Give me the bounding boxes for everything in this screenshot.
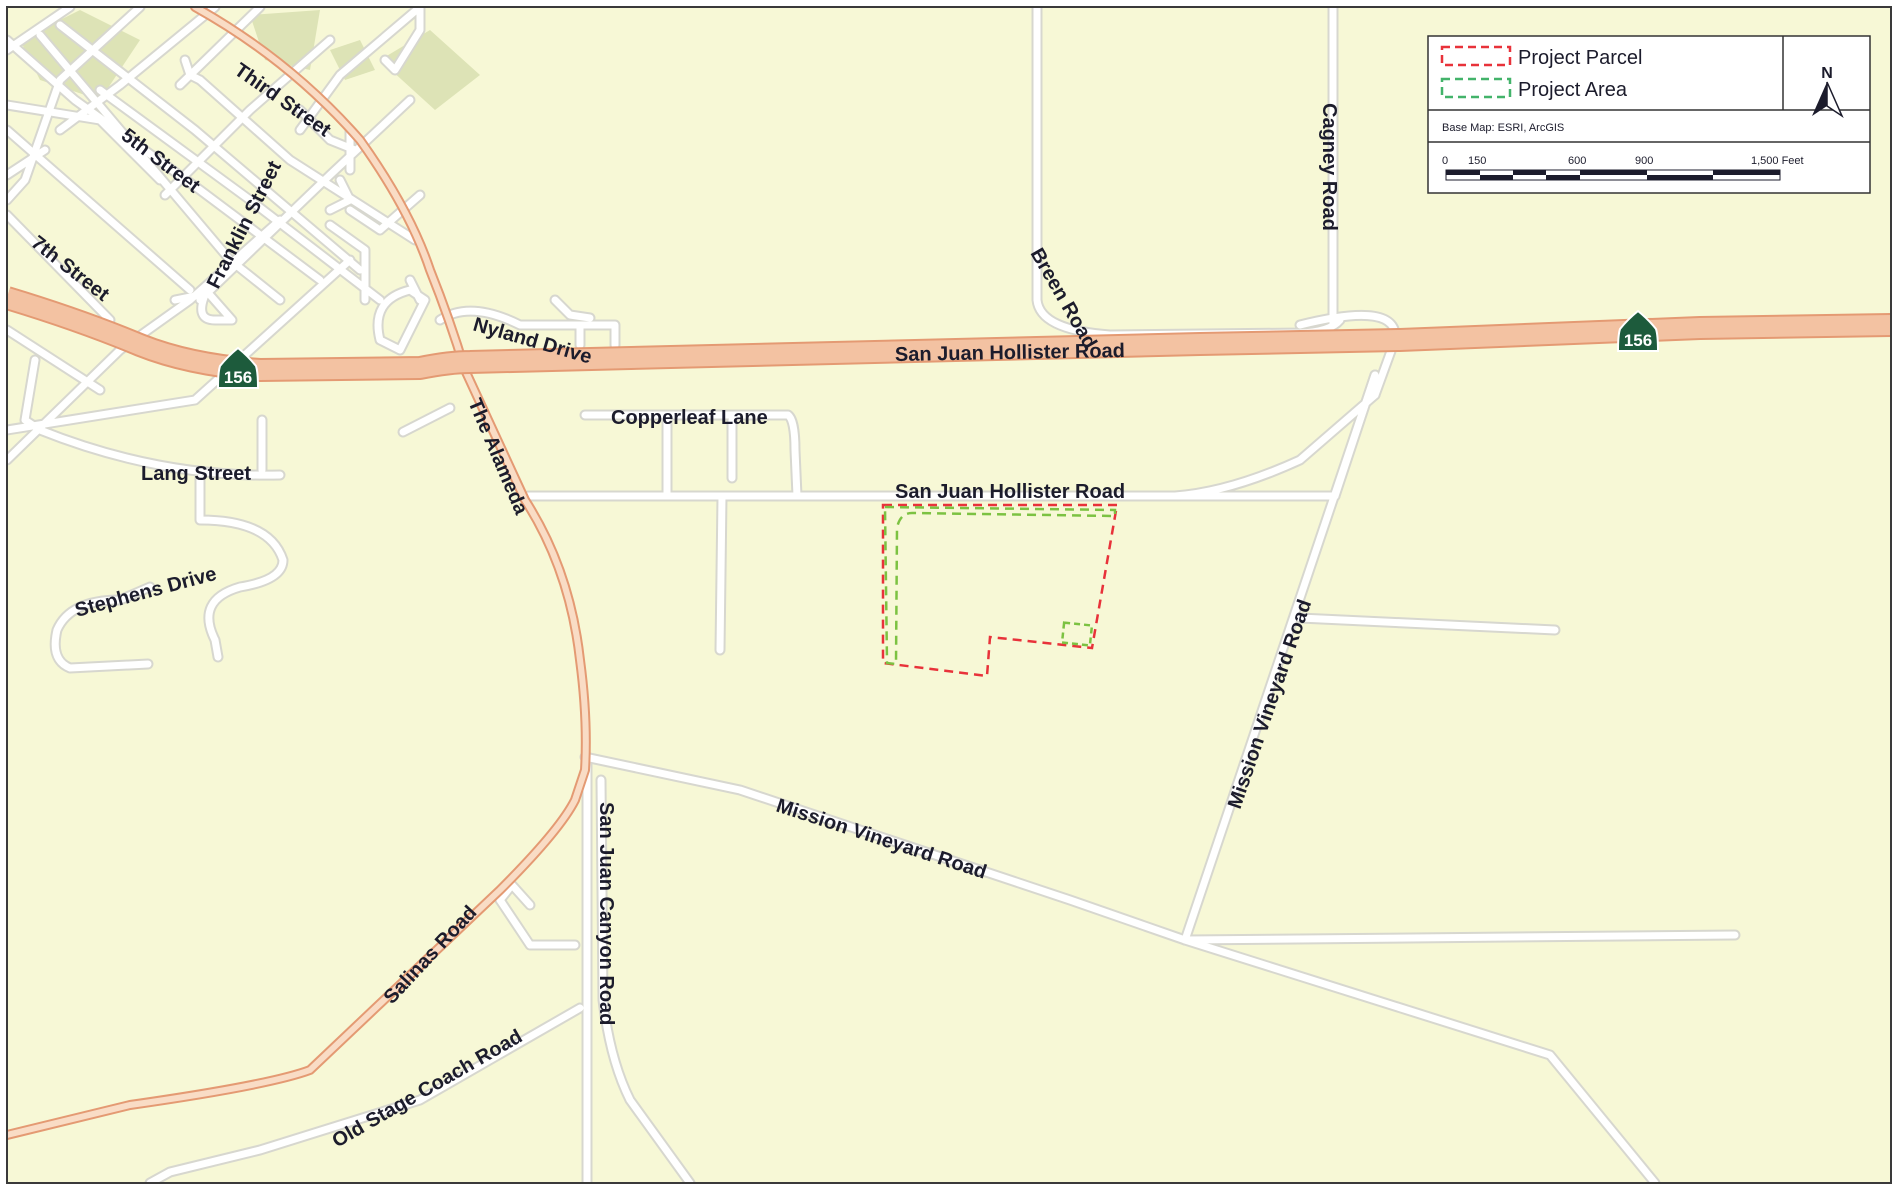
shield-number: 156 bbox=[224, 368, 252, 387]
shield-icon bbox=[216, 346, 260, 389]
road-label-copperleaf-lane: Copperleaf Lane bbox=[611, 407, 768, 429]
project-parcel-outline[interactable] bbox=[881, 503, 1119, 678]
legend-area-label: Project Area bbox=[1518, 79, 1628, 101]
legend-parcel-label: Project Parcel bbox=[1518, 47, 1643, 69]
road-label-cagney-road: Cagney Road bbox=[1318, 103, 1340, 231]
road-label-lang-street: Lang Street bbox=[141, 463, 251, 485]
map-frame bbox=[6, 6, 1892, 1184]
alameda-salinas-road bbox=[7, 7, 591, 1140]
legend-area-swatch bbox=[1440, 77, 1512, 99]
scale-tick-600: 600 bbox=[1568, 155, 1586, 167]
scale-tick-0: 0 bbox=[1442, 155, 1448, 167]
scale-tick-150: 150 bbox=[1468, 155, 1486, 167]
road-label-san-juan-canyon-road: San Juan Canyon Road bbox=[595, 802, 617, 1025]
scale-tick-1500: 1,500 Feet bbox=[1751, 155, 1804, 167]
route-shield-156-west: 156 bbox=[216, 346, 260, 389]
legend-panel: Project Parcel Project Area Base Map: ES… bbox=[1427, 35, 1871, 194]
scale-bar: 0 150 600 900 1,500 Feet bbox=[1442, 155, 1804, 181]
project-area-outline[interactable] bbox=[883, 505, 1117, 666]
shield-icon bbox=[1616, 309, 1660, 352]
local-roads bbox=[7, 7, 1739, 1183]
legend-box bbox=[1427, 35, 1871, 194]
scale-tick-900: 900 bbox=[1635, 155, 1653, 167]
route-shield-156-east: 156 bbox=[1616, 309, 1660, 352]
shield-number: 156 bbox=[1624, 331, 1652, 350]
north-label: N bbox=[1821, 65, 1833, 82]
map-background bbox=[7, 7, 1891, 1183]
basemap-credit: Base Map: ESRI, ArcGIS bbox=[1442, 122, 1564, 134]
highway-156 bbox=[7, 286, 1891, 382]
north-arrow: N bbox=[1812, 65, 1844, 119]
road-label-sjh-road-highway: San Juan Hollister Road bbox=[895, 340, 1125, 366]
legend-parcel-swatch bbox=[1440, 45, 1512, 67]
road-label-sjh-road-south: San Juan Hollister Road bbox=[895, 481, 1125, 503]
